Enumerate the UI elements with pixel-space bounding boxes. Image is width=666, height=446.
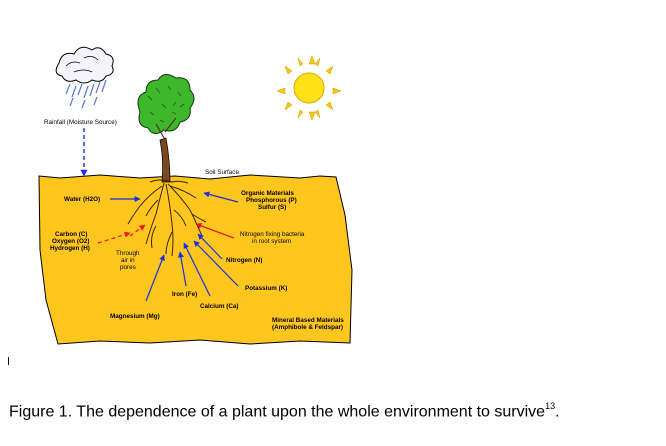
pores-arrow bbox=[129, 224, 146, 237]
sulfur-label: Sulfur (S) bbox=[258, 204, 286, 211]
rain-cloud-icon bbox=[55, 46, 114, 109]
air-in-label: air in bbox=[121, 257, 135, 264]
through-label: Through bbox=[116, 250, 140, 257]
mineral-materials-label: Mineral Based Materials bbox=[272, 317, 344, 324]
potassium-arrow bbox=[193, 240, 239, 287]
caption-text: Figure 1. The dependence of a plant upon… bbox=[9, 403, 546, 421]
organic-materials-label: Organic Materials bbox=[241, 190, 294, 197]
potassium-label: Potassium (K) bbox=[245, 285, 287, 292]
figure-caption: Figure 1. The dependence of a plant upon… bbox=[9, 401, 560, 421]
nutrient-arrows bbox=[97, 191, 239, 302]
pores-label: pores bbox=[120, 264, 136, 271]
oxygen-label: Oxygen (O2) bbox=[52, 238, 89, 245]
magnesium-label: Magnesium (Mg) bbox=[110, 313, 160, 320]
calcium-label: Calcium (Ca) bbox=[200, 303, 239, 310]
nitrogen-arrow bbox=[197, 233, 223, 260]
root-system-label: in root system bbox=[252, 238, 291, 245]
water-label: Water (H2O) bbox=[64, 196, 100, 203]
nitrogen-label: Nitrogen (N) bbox=[226, 257, 262, 264]
text-cursor bbox=[8, 357, 9, 365]
iron-label: Iron (Fe) bbox=[172, 291, 197, 298]
hydrogen-label: Hydrogen (H) bbox=[50, 245, 90, 252]
soil-block bbox=[38, 174, 353, 345]
soil-surface-label: Soil Surface bbox=[205, 169, 239, 176]
organic-arrow bbox=[203, 191, 239, 203]
magnesium-arrow bbox=[145, 254, 165, 302]
carbon-label: Carbon (C) bbox=[55, 231, 88, 238]
tree-icon bbox=[137, 74, 195, 183]
iron-arrow bbox=[177, 251, 187, 287]
amphibole-feldspar-label: (Amphibole & Feldspar) bbox=[272, 324, 343, 331]
rainfall-label: Rainfall (Moisture Source) bbox=[44, 119, 117, 126]
carbon-arrow bbox=[97, 231, 131, 244]
caption-citation: 13 bbox=[545, 401, 556, 411]
sun-icon bbox=[276, 55, 342, 121]
caption-end: . bbox=[555, 403, 560, 421]
calcium-arrow bbox=[183, 242, 211, 297]
phosphorous-label: Phosphorous (P) bbox=[246, 197, 297, 204]
bacteria-arrow bbox=[195, 223, 235, 239]
bacteria-label: Nitrogen fixing bacteria bbox=[240, 231, 305, 238]
